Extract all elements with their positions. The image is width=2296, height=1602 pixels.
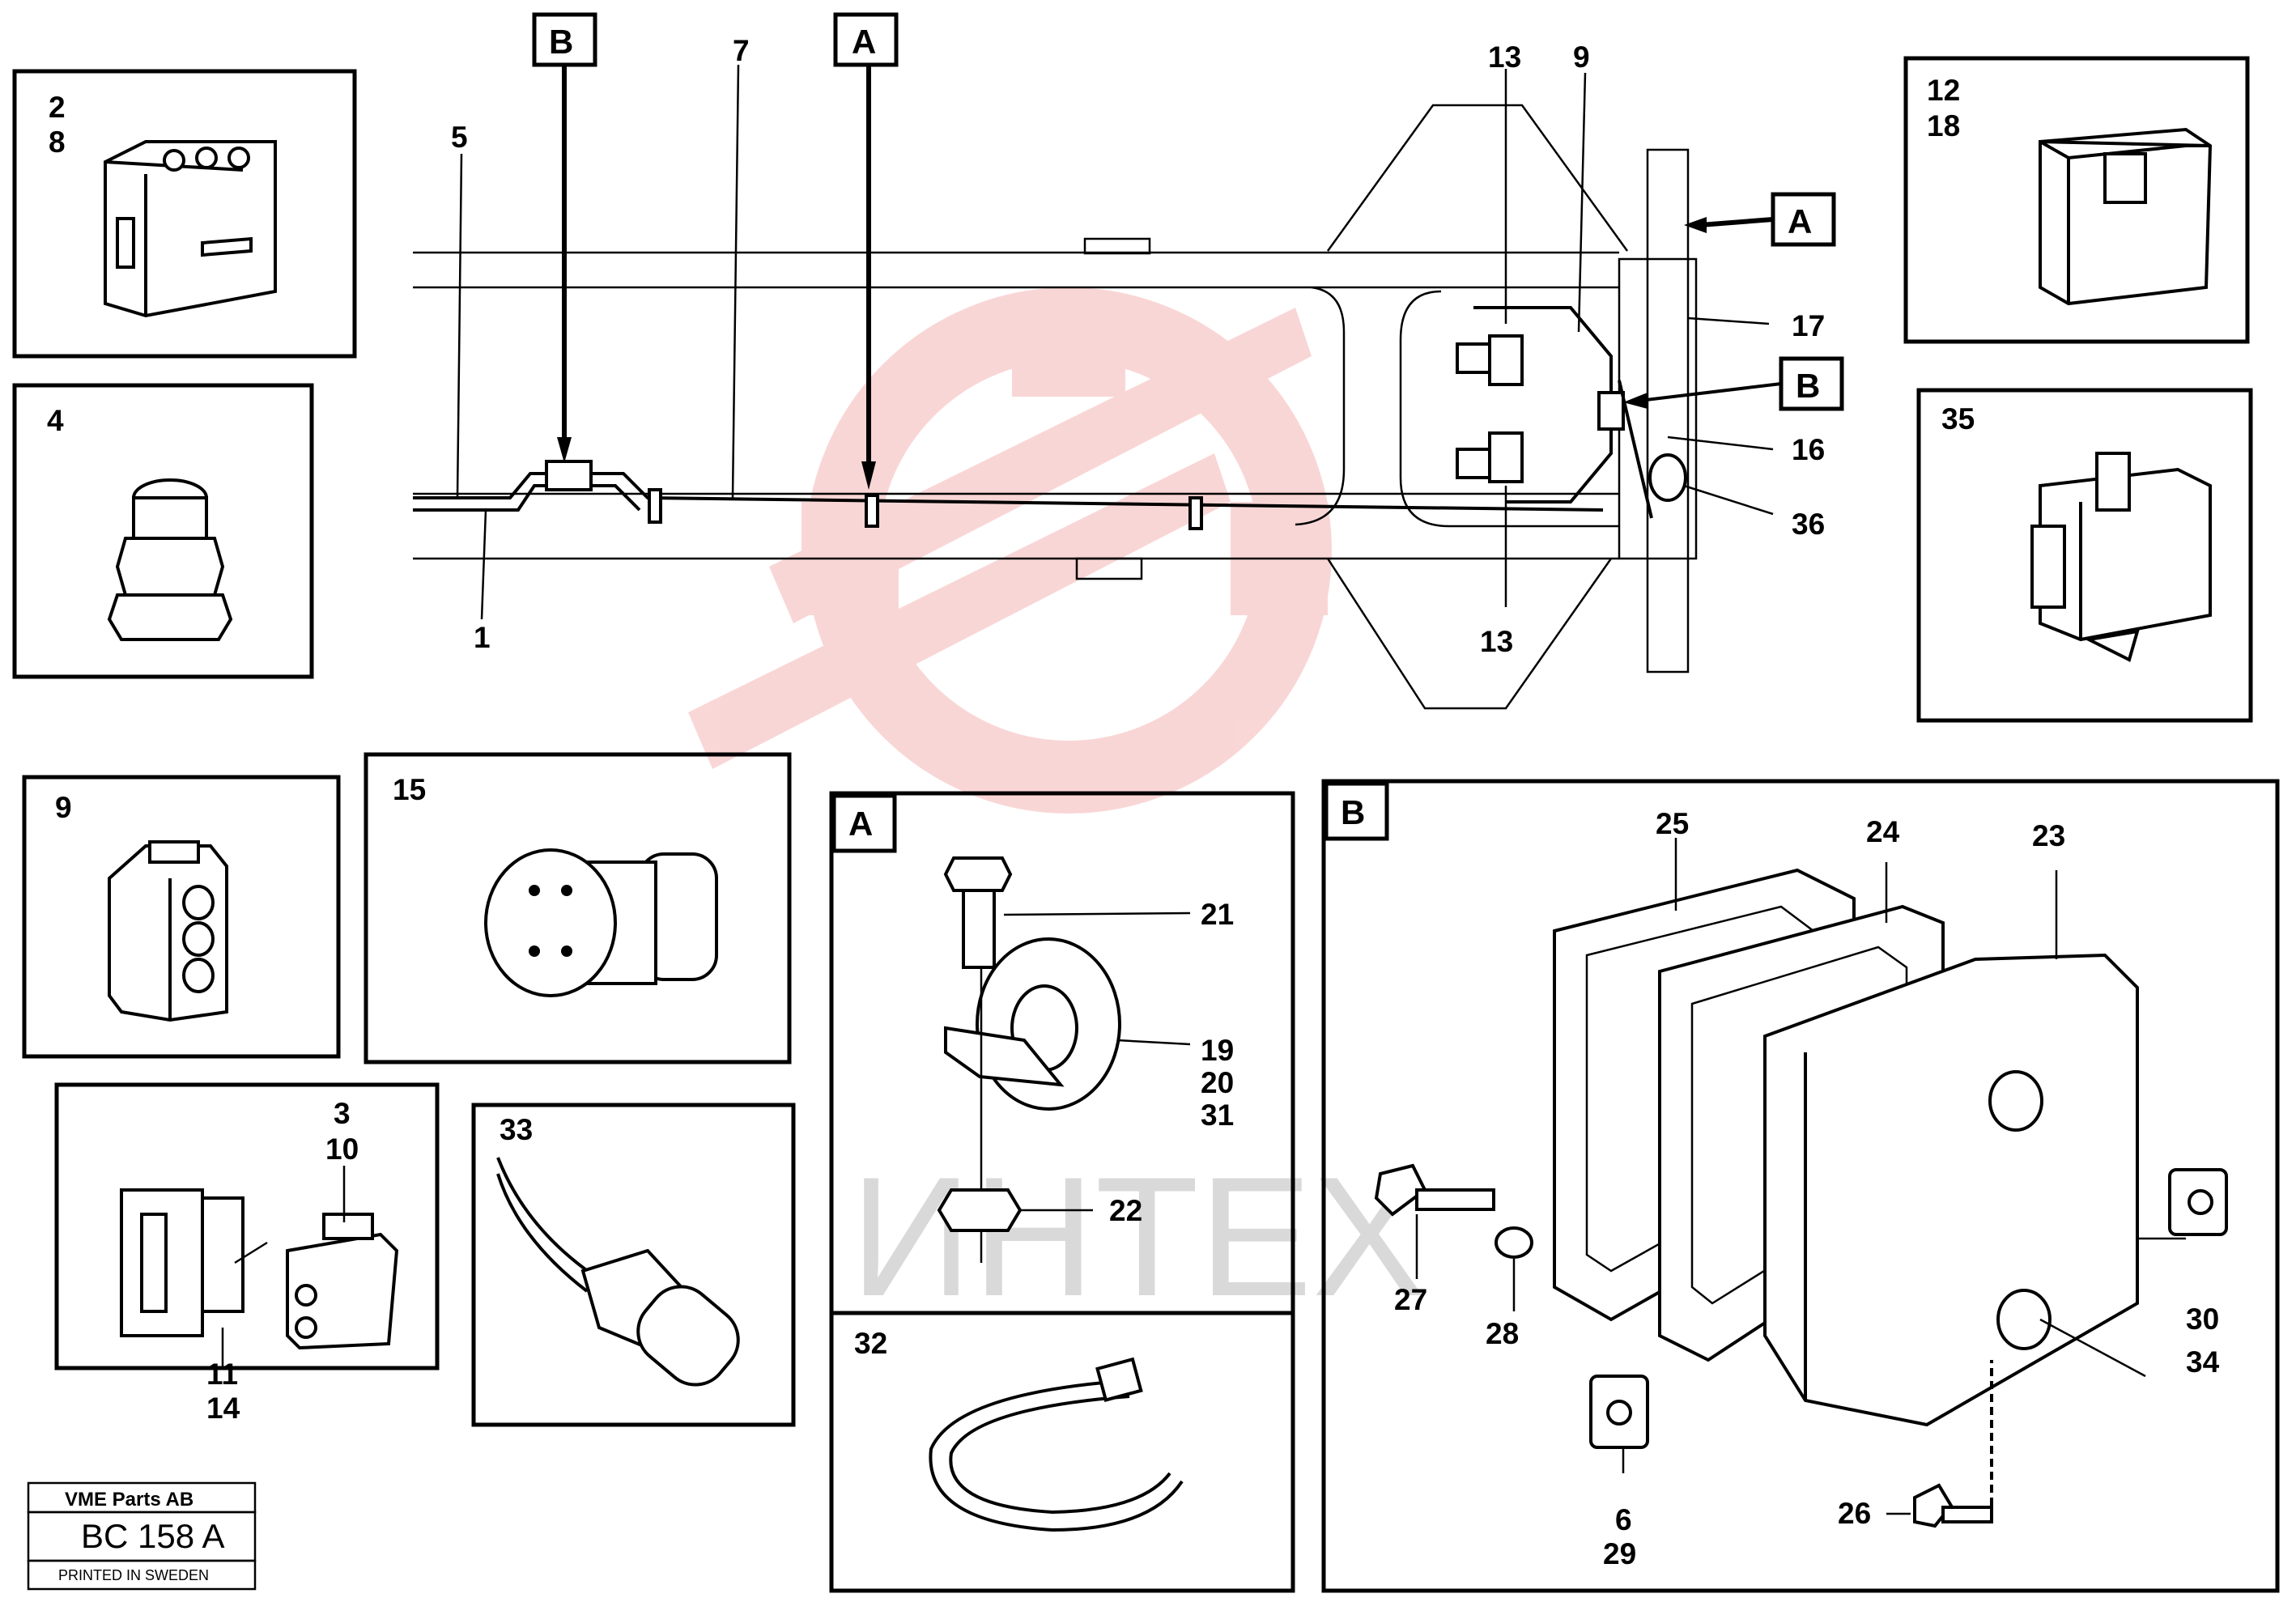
- svg-text:14: 14: [206, 1392, 240, 1425]
- chassis-callouts: 5 7 1 13 13 9 17 16 36: [451, 34, 1825, 658]
- ref-b-top-label: B: [549, 23, 573, 61]
- svg-text:31: 31: [1201, 1098, 1234, 1132]
- callout-13-top: 13: [1488, 40, 1521, 74]
- callout-5: 5: [451, 121, 468, 154]
- callout-9: 9: [1573, 40, 1590, 74]
- svg-text:29: 29: [1603, 1537, 1636, 1570]
- printed-note: PRINTED IN SWEDEN: [58, 1567, 209, 1583]
- company-name: VME Parts AB: [65, 1489, 193, 1511]
- svg-text:25: 25: [1656, 807, 1689, 840]
- svg-text:26: 26: [1838, 1497, 1871, 1530]
- ref-arrow-b-top: B: [532, 12, 597, 463]
- ref-arrow-a-right: A: [1684, 192, 1836, 247]
- watermark-text: ИНТЕХ: [850, 1141, 1426, 1332]
- panel-fitting-4: 4: [12, 383, 314, 679]
- svg-text:4: 4: [47, 404, 64, 437]
- callout-36: 36: [1792, 508, 1825, 541]
- panel-relay-35: 35: [1916, 388, 2253, 723]
- svg-text:3: 3: [334, 1097, 351, 1130]
- svg-text:19: 19: [1201, 1034, 1234, 1067]
- svg-text:28: 28: [1486, 1317, 1519, 1350]
- ref-arrow-b-right: B: [1623, 356, 1844, 411]
- panel-detail-b: B 25 24 23 27 28 30 34: [1321, 779, 2280, 1593]
- svg-text:6: 6: [1615, 1503, 1632, 1536]
- svg-text:33: 33: [500, 1113, 533, 1146]
- svg-text:21: 21: [1201, 898, 1234, 931]
- svg-text:2: 2: [49, 91, 66, 124]
- svg-text:23: 23: [2032, 819, 2065, 852]
- callout-7: 7: [733, 34, 750, 67]
- panel-connector-9: 9: [22, 775, 341, 1059]
- svg-text:22: 22: [1109, 1194, 1142, 1227]
- callout-1: 1: [474, 621, 491, 654]
- svg-text:20: 20: [1201, 1066, 1234, 1099]
- svg-text:35: 35: [1941, 402, 1975, 436]
- svg-text:12: 12: [1927, 74, 1960, 107]
- panel-detail-a: A 21 19 20 31 22: [829, 791, 1295, 1593]
- panel-b-title: B: [1341, 793, 1365, 831]
- svg-text:18: 18: [1927, 109, 1960, 142]
- chassis-frame: [413, 104, 1698, 710]
- title-block: VME Parts AB BC 158 A PRINTED IN SWEDEN: [27, 1481, 257, 1591]
- panel-connectors-3-10-11-14: 3 10 11 14: [54, 1082, 440, 1425]
- callout-16: 16: [1792, 433, 1825, 466]
- svg-text:10: 10: [325, 1132, 359, 1166]
- drawing-code: BC 158 A: [81, 1517, 224, 1555]
- wire-harness: [413, 306, 1687, 530]
- panel-sensor-33: 33: [471, 1103, 796, 1427]
- callout-13-bottom: 13: [1480, 625, 1513, 658]
- svg-text:8: 8: [49, 125, 66, 159]
- svg-text:32: 32: [854, 1327, 887, 1360]
- svg-text:15: 15: [393, 773, 426, 806]
- watermark-logo: [688, 287, 1332, 814]
- svg-text:9: 9: [55, 791, 72, 824]
- ref-arrow-a-top: A: [833, 12, 899, 490]
- panel-housing-12-18: 12 18: [1903, 56, 2250, 344]
- callout-17: 17: [1792, 309, 1825, 342]
- panel-cable-tie-32: 32: [854, 1327, 1184, 1532]
- panel-connector-2-8: 2 8: [12, 69, 357, 359]
- panel-plug-15: 15: [364, 752, 792, 1064]
- svg-text:30: 30: [2186, 1302, 2219, 1336]
- svg-text:34: 34: [2186, 1345, 2220, 1379]
- ref-a-top-label: A: [852, 23, 876, 61]
- ref-a-right-label: A: [1788, 202, 1812, 240]
- svg-text:24: 24: [1866, 815, 1900, 848]
- panel-a-title: A: [848, 805, 873, 843]
- svg-text:27: 27: [1394, 1283, 1427, 1316]
- ref-b-right-label: B: [1796, 367, 1820, 405]
